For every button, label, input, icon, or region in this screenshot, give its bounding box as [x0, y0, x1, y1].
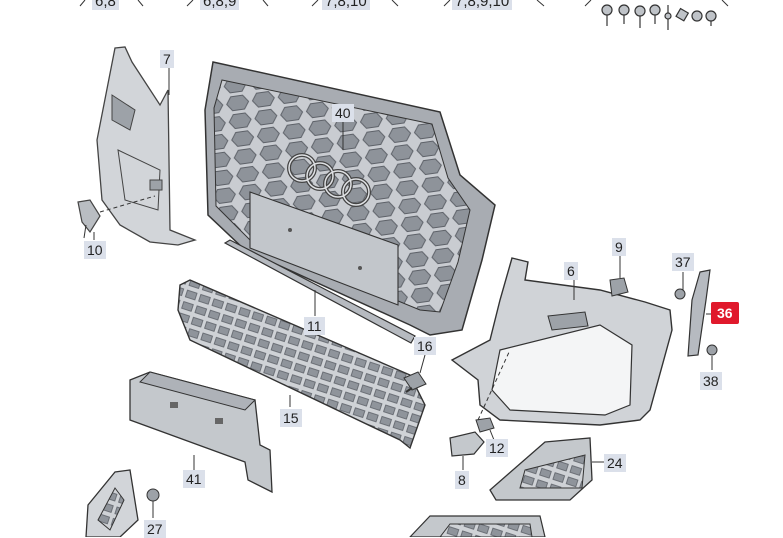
top-ref-label-4: 7,8,9,10: [452, 0, 513, 10]
corner-trim-part: [85, 469, 160, 537]
bolt-4: [649, 4, 661, 24]
callout-38[interactable]: 38: [700, 372, 722, 390]
callout-40[interactable]: 40: [332, 104, 354, 122]
clip-1: [675, 7, 690, 22]
top-ref-label-3: 7,8,10: [322, 0, 370, 10]
callout-12[interactable]: 12: [486, 439, 508, 457]
clip-3: [705, 10, 717, 26]
bolt-3: [634, 5, 646, 28]
clip-part-9: [609, 256, 629, 297]
bolt-1: [601, 4, 613, 26]
tow-cap-part: [449, 431, 485, 470]
callout-16[interactable]: 16: [414, 337, 436, 355]
bolt-set-group: [601, 4, 717, 30]
callout-41[interactable]: 41: [183, 470, 205, 488]
bolt-part-16: [403, 354, 427, 393]
callout-11[interactable]: 11: [304, 317, 325, 335]
grille-part: [204, 61, 496, 336]
lower-trim-part: [409, 515, 546, 537]
top-ref-label-2: 6,8,9: [200, 0, 240, 10]
top-ref-label-1: 6,8: [92, 0, 119, 10]
bracket-part-36: [674, 269, 718, 370]
callout-6[interactable]: 6: [564, 262, 578, 280]
plate-holder-part: [129, 371, 273, 494]
top-leader-lines: [79, 0, 729, 7]
callout-9[interactable]: 9: [612, 238, 626, 256]
bolt-2: [618, 4, 630, 24]
callout-36-highlighted[interactable]: 36: [711, 302, 739, 324]
bolt-5: [664, 5, 672, 30]
callout-10[interactable]: 10: [84, 241, 106, 259]
cover-cap-part: [77, 195, 156, 240]
callout-27[interactable]: 27: [144, 520, 166, 538]
bumper-side-part: [450, 257, 673, 426]
callout-15[interactable]: 15: [280, 409, 302, 427]
trim-strip-part: [223, 239, 416, 344]
bracket-part-12: [475, 349, 511, 441]
clip-2: [691, 10, 703, 22]
callout-8[interactable]: 8: [455, 471, 469, 489]
lower-grille-part: [177, 279, 426, 450]
side-frame-part: [96, 46, 197, 246]
callout-7[interactable]: 7: [160, 50, 174, 68]
callout-24[interactable]: 24: [604, 454, 626, 472]
callout-37[interactable]: 37: [672, 253, 694, 271]
deflector-part: [489, 437, 606, 501]
